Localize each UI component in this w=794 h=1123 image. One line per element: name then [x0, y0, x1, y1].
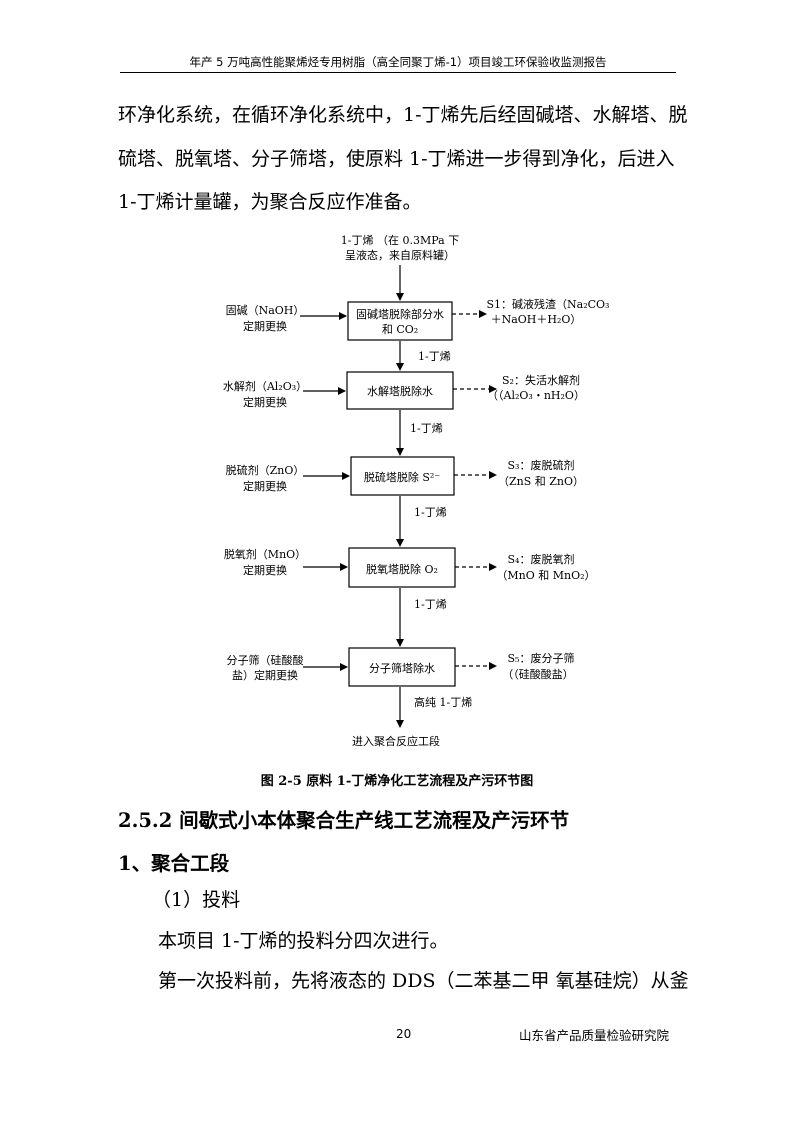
paragraph-line: 硫塔、脱氧塔、分子筛塔，使原料 1-丁烯进一步得到净化，后进入	[118, 148, 675, 170]
process-label: 分子筛塔除水	[369, 661, 435, 675]
waste-label: （MnO 和 MnO₂）	[496, 569, 595, 582]
reagent-label: 定期更换	[243, 395, 287, 409]
input-feed-label: 1-丁烯 （在 0.3MPa 下	[341, 234, 459, 247]
section-heading: 2.5.2 间歇式小本体聚合生产线工艺流程及产污环节	[118, 809, 570, 832]
reagent-label: 脱氧剂（MnO）	[224, 547, 306, 561]
reagent-label: 盐）定期更换	[232, 668, 298, 682]
process-box-hydrolysis-tower	[346, 371, 454, 410]
reagent-label: 定期更换	[243, 319, 287, 333]
input-feed-label: 呈液态，来自原料罐）	[345, 248, 455, 262]
subsection-heading: （1）投料	[152, 889, 241, 911]
waste-label: S₅：废分子筛	[508, 651, 575, 665]
reagent-label: 固碱（NaOH）	[226, 304, 305, 317]
output-label: 进入聚合反应工段	[352, 734, 440, 748]
flow-label: 1-丁烯	[414, 598, 447, 611]
flow-label: 1-丁烯	[418, 350, 451, 363]
paragraph-line: 1-丁烯计量罐，为聚合反应作准备。	[118, 191, 422, 213]
process-box-molecular-sieve-tower	[348, 647, 456, 687]
reagent-label: 分子筛（硅酸酸	[227, 653, 304, 667]
waste-label: S₄：废脱氧剂	[508, 552, 575, 566]
waste-label: S₃：废脱硫剂	[508, 458, 575, 472]
process-label: 和 CO₂	[382, 323, 418, 336]
paragraph-line: 环净化系统，在循环净化系统中，1-丁烯先后经固碱塔、水解塔、脱	[118, 104, 688, 126]
section-heading: 1、聚合工段	[118, 852, 230, 875]
waste-label: ＋NaOH＋H₂O）	[491, 313, 582, 326]
reagent-label: 定期更换	[243, 563, 287, 577]
flow-label: 1-丁烯	[410, 422, 443, 435]
waste-label: （（硅酸酸盐）	[502, 667, 574, 681]
reagent-label: 水解剂（Al₂O₃）	[223, 379, 307, 393]
process-label: 固碱塔脱除部分水	[356, 307, 444, 321]
reagent-label: 脱硫剂（ZnO）	[226, 463, 305, 477]
page-number: 20	[396, 1027, 412, 1041]
paragraph-line: 第一次投料前，先将液态的 DDS（二苯基二甲 氧基硅烷）从釜	[158, 970, 689, 992]
process-box-caustic-tower	[347, 301, 453, 341]
waste-label: S₂：失活水解剂	[502, 373, 580, 387]
process-box-deoxygenation-tower	[348, 547, 456, 588]
waste-label: （ZnS 和 ZnO）	[498, 475, 584, 488]
reagent-label: 定期更换	[243, 479, 287, 493]
process-box-desulfurization-tower	[350, 456, 455, 496]
flow-label: 高纯 1-丁烯	[414, 695, 472, 709]
footer-organization: 山东省产品质量检验研究院	[519, 1028, 670, 1043]
header-rule	[120, 72, 676, 73]
process-label: 脱氧塔脱除 O₂	[366, 562, 438, 576]
waste-label: S1：碱液残渣（Na₂CO₃	[487, 297, 610, 311]
process-label: 脱硫塔脱除 S²⁻	[364, 470, 440, 484]
figure-caption: 图 2-5 原料 1-丁烯净化工艺流程及产污环节图	[260, 774, 534, 789]
waste-label: （（Al₂O₃・nH₂O）	[487, 389, 585, 402]
paragraph-line: 本项目 1-丁烯的投料分四次进行。	[158, 930, 449, 952]
process-label: 水解塔脱除水	[367, 384, 433, 398]
flow-label: 1-丁烯	[414, 506, 447, 519]
page-header: 年产 5 万吨高性能聚烯烃专用树脂（高全同聚丁烯-1）项目竣工环保验收监测报告	[189, 55, 607, 69]
